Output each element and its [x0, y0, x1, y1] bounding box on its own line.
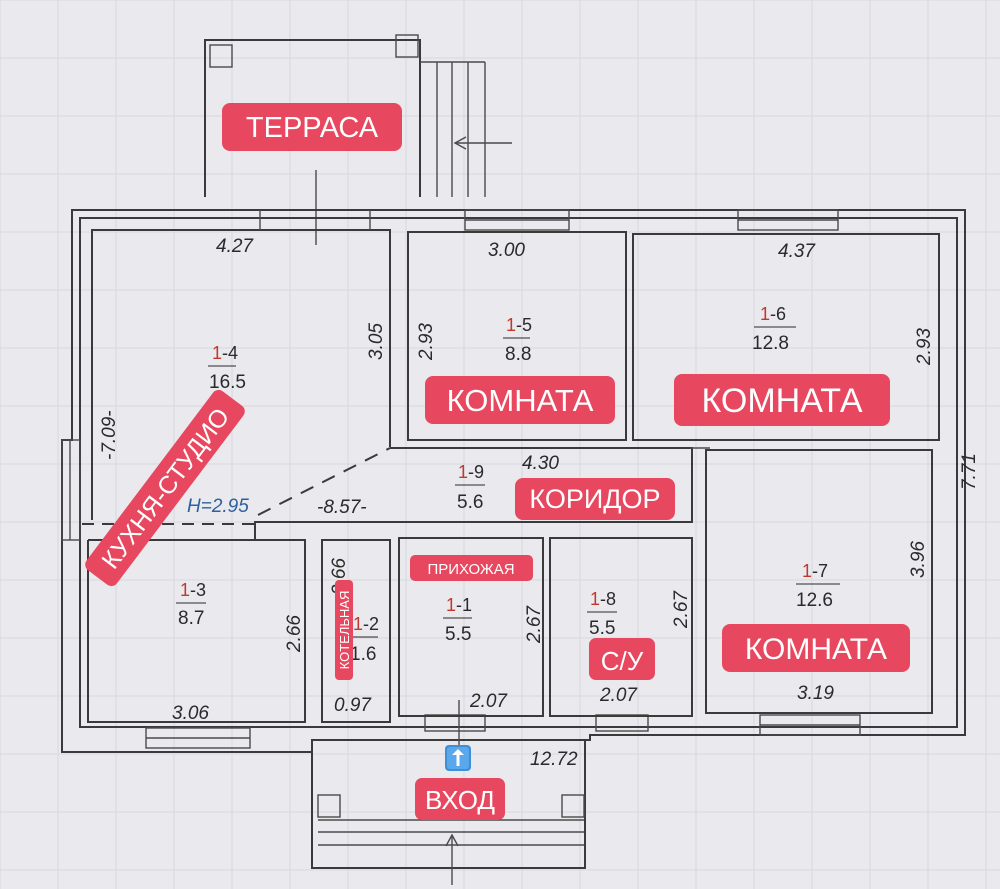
tag-corridor: КОРИДОР: [515, 478, 675, 520]
dim-4-30: 4.30: [522, 453, 559, 474]
svg-text:С/У: С/У: [601, 646, 644, 676]
svg-text:1-2: 1-2: [353, 614, 379, 634]
room-1-1-id: 1-1 5.5: [443, 595, 472, 645]
svg-text:ВХОД: ВХОД: [425, 785, 495, 815]
room-1-3-area: 8.7: [178, 608, 204, 629]
room-1-2-id: 1-2 1.6: [350, 614, 379, 665]
room-1-9-id: 1-9 5.6: [455, 462, 485, 513]
outer-walls: [61, 209, 966, 885]
dim-3-05: 3.05: [366, 323, 387, 360]
dim-7-71: 7.71: [959, 453, 980, 490]
ceiling-height: H=2.95: [187, 496, 249, 517]
dim-3-19: 3.19: [797, 683, 834, 704]
svg-text:1-5: 1-5: [506, 315, 532, 335]
dim-2-07-hall: 2.07: [469, 691, 508, 712]
dim-7-09: -7.09-: [99, 410, 120, 460]
svg-text:1-3: 1-3: [180, 580, 206, 600]
svg-text:КОМНАТА: КОМНАТА: [701, 382, 862, 420]
room-1-8-id: 1-8 5.5: [587, 589, 617, 639]
up-arrow-icon: [445, 745, 471, 771]
svg-text:1-8: 1-8: [590, 589, 616, 609]
terrace-structure: [204, 34, 512, 245]
svg-text:1-6: 1-6: [760, 304, 786, 324]
svg-text:КОРИДОР: КОРИДОР: [529, 484, 660, 514]
room-1-5-area: 8.8: [505, 344, 531, 365]
room-1-6-id: 1-6 12.8: [752, 304, 796, 354]
tag-room-1-5: КОМНАТА: [425, 376, 615, 424]
svg-text:1-1: 1-1: [446, 595, 472, 615]
room-1-7-area: 12.6: [796, 590, 833, 611]
svg-text:КОМНАТА: КОМНАТА: [745, 633, 887, 666]
dim-8-57: -8.57-: [317, 497, 367, 518]
dim-3-00: 3.00: [488, 240, 525, 261]
dim-2-93-left: 2.93: [416, 323, 437, 361]
tag-boiler-room: КОТЕЛЬНАЯ: [335, 580, 353, 680]
tag-entrance: ВХОД: [415, 778, 505, 820]
svg-text:КОМНАТА: КОМНАТА: [447, 383, 594, 418]
dim-3-96: 3.96: [908, 541, 929, 578]
interior-walls: [82, 210, 940, 723]
svg-text:1-7: 1-7: [802, 561, 828, 581]
dim-4-37: 4.37: [778, 241, 816, 262]
room-1-8-area: 5.5: [589, 618, 615, 639]
room-1-9-area: 5.6: [457, 492, 483, 513]
room-1-4-id: 1-4 16.5: [208, 343, 246, 393]
room-1-3-id: 1-3 8.7: [176, 580, 206, 629]
room-1-1-area: 5.5: [445, 624, 471, 645]
dim-2-07-bath: 2.07: [599, 685, 638, 706]
dim-2-67-room18: 2.67: [671, 590, 692, 629]
dim-2-67-room11: 2.67: [524, 605, 545, 644]
dimensions: 4.27 3.05 3.00 2.93 4.37 2.93 -7.09- 7.7…: [99, 236, 980, 770]
tag-room-1-7: КОМНАТА: [722, 624, 910, 672]
tag-room-1-6: КОМНАТА: [674, 374, 890, 426]
tag-hallway: ПРИХОЖАЯ: [410, 555, 533, 581]
dim-3-06: 3.06: [172, 703, 209, 724]
room-1-6-area: 12.8: [752, 333, 789, 354]
svg-text:1-9: 1-9: [458, 462, 484, 482]
dim-4-27: 4.27: [216, 236, 254, 257]
room-1-2-area: 1.6: [350, 644, 376, 665]
tag-terrace: ТЕРРАСА: [222, 103, 402, 151]
room-1-7-id: 1-7 12.6: [796, 561, 840, 611]
windows: [145, 209, 861, 749]
svg-text:ТЕРРАСА: ТЕРРАСА: [246, 112, 379, 144]
room-1-5-id: 1-5 8.8: [503, 315, 532, 365]
svg-text:1-4: 1-4: [212, 343, 238, 363]
dim-2-66-room13: 2.66: [284, 615, 305, 653]
dim-2-93-right: 2.93: [914, 328, 935, 366]
svg-text:КОТЕЛЬНАЯ: КОТЕЛЬНАЯ: [337, 591, 352, 670]
tag-bathroom: С/У: [589, 638, 655, 680]
dim-0-97: 0.97: [334, 695, 372, 716]
room-1-4-area: 16.5: [209, 372, 246, 393]
svg-text:ПРИХОЖАЯ: ПРИХОЖАЯ: [427, 561, 514, 578]
dim-12-72: 12.72: [530, 749, 578, 770]
